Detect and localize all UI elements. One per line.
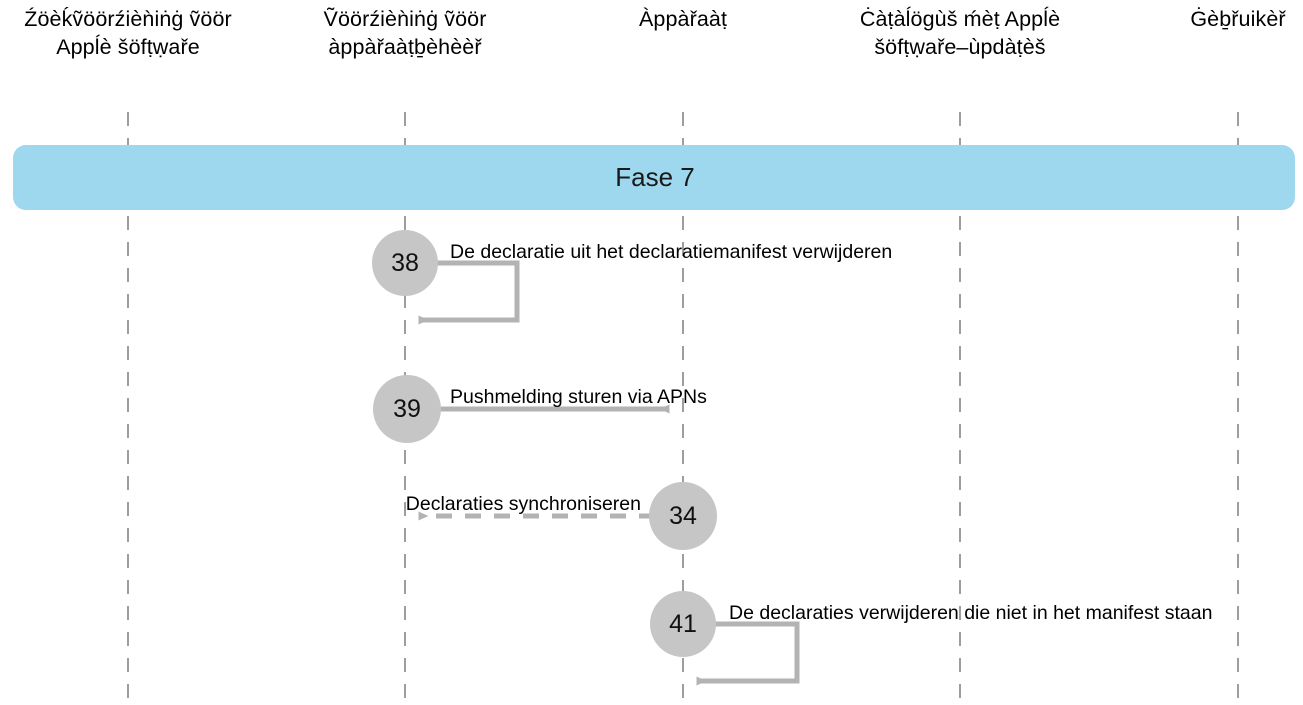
self-loop-path-41 [696,621,800,686]
step-circle-39[interactable] [373,375,441,443]
message-41 [650,591,800,686]
message-38 [372,230,520,325]
step-circle-41[interactable] [650,591,716,657]
phase-banner-group [13,145,1295,210]
step-circle-34[interactable] [649,482,717,550]
phase-banner [13,145,1295,210]
self-loop-path-38 [418,260,520,325]
message-39 [373,375,670,443]
step-circle-38[interactable] [372,230,438,296]
message-34 [418,482,717,550]
messages-group [372,230,800,686]
